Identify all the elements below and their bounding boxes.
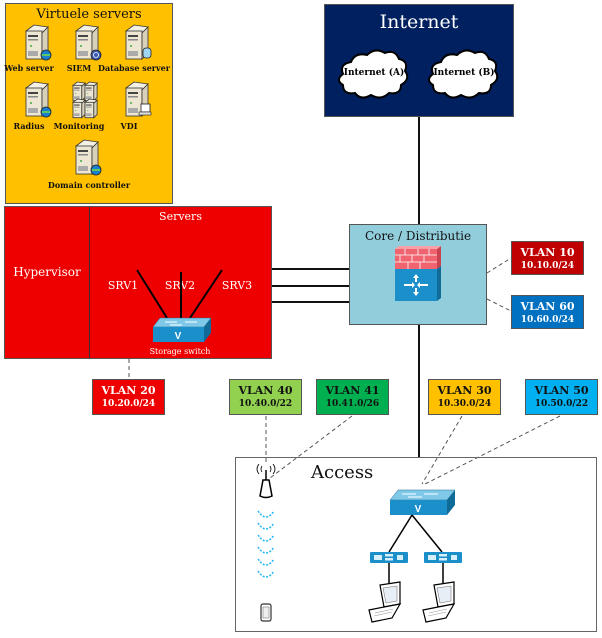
vlan-10-name: VLAN 10: [520, 246, 575, 259]
srv3-label: SRV3: [221, 279, 253, 292]
virtual-server-label: VDI: [120, 121, 138, 131]
vlan-10-subnet: 10.10.0/24: [520, 261, 575, 271]
core-distribution-zone: Core / Distributie: [349, 224, 487, 325]
vlan-60-badge: VLAN 60 10.60.0/24: [511, 295, 584, 329]
storage-switch-label: Storage switch: [149, 347, 211, 356]
vlan-41-name: VLAN 41: [325, 384, 380, 397]
virtual-servers-title: Virtuele servers: [36, 7, 142, 22]
vlan-40-subnet: 10.40.0/22: [238, 399, 293, 409]
access-zone: Access: [235, 457, 597, 632]
vlan-20-subnet: 10.20.0/24: [101, 399, 156, 409]
vlan-50-badge: VLAN 50 10.50.0/22: [525, 379, 598, 415]
vlan-41-badge: VLAN 41 10.41.0/26: [316, 379, 389, 415]
virtual-server-label: Database server: [98, 63, 170, 73]
vlan-50-name: VLAN 50: [534, 384, 589, 397]
virtual-server-label: Web server: [4, 63, 54, 73]
virtual-server-label: Radius: [13, 121, 45, 131]
virtual-server-label: Domain controller: [47, 180, 131, 190]
vlan-20-name: VLAN 20: [101, 384, 156, 397]
internet-title: Internet: [379, 11, 459, 33]
vlan-10-badge: VLAN 10 10.10.0/24: [511, 241, 584, 275]
virtual-server-label: SIEM: [66, 63, 92, 73]
vlan-50-subnet: 10.50.0/22: [534, 399, 589, 409]
hypervisor-divider: [89, 207, 90, 358]
access-title: Access: [311, 462, 374, 483]
vlan-60-subnet: 10.60.0/24: [520, 315, 575, 325]
servers-title: Servers: [159, 210, 202, 223]
hypervisor-label: Hypervisor: [13, 265, 81, 279]
vlan10-link: [486, 257, 512, 274]
servers-zone: Hypervisor Servers SRV1 SRV2 SRV3 Storag…: [4, 206, 272, 359]
srv2-label: SRV2: [164, 279, 196, 292]
vlan-30-name: VLAN 30: [437, 384, 492, 397]
vlan-40-name: VLAN 40: [238, 384, 293, 397]
vlan-30-subnet: 10.30.0/24: [437, 399, 492, 409]
vlan-40-badge: VLAN 40 10.40.0/22: [229, 379, 302, 415]
vlan41-link: [269, 415, 353, 479]
virtual-server-label: Monitoring: [53, 121, 105, 131]
vlan30-link: [421, 415, 463, 485]
internet-zone: Internet: [324, 4, 514, 117]
core-title: Core / Distributie: [364, 229, 472, 243]
srv1-label: SRV1: [107, 279, 139, 292]
vlan-20-badge: VLAN 20 10.20.0/24: [92, 379, 165, 415]
cloud-internet-a-label: Internet (A): [343, 68, 405, 78]
vlan-41-subnet: 10.41.0/26: [325, 399, 380, 409]
cloud-internet-b-label: Internet (B): [433, 68, 495, 78]
vlan60-link: [486, 298, 512, 312]
vlan-30-badge: VLAN 30 10.30.0/24: [428, 379, 501, 415]
vlan-60-name: VLAN 60: [520, 300, 575, 313]
virtual-servers-zone: Virtuele servers: [5, 3, 173, 204]
